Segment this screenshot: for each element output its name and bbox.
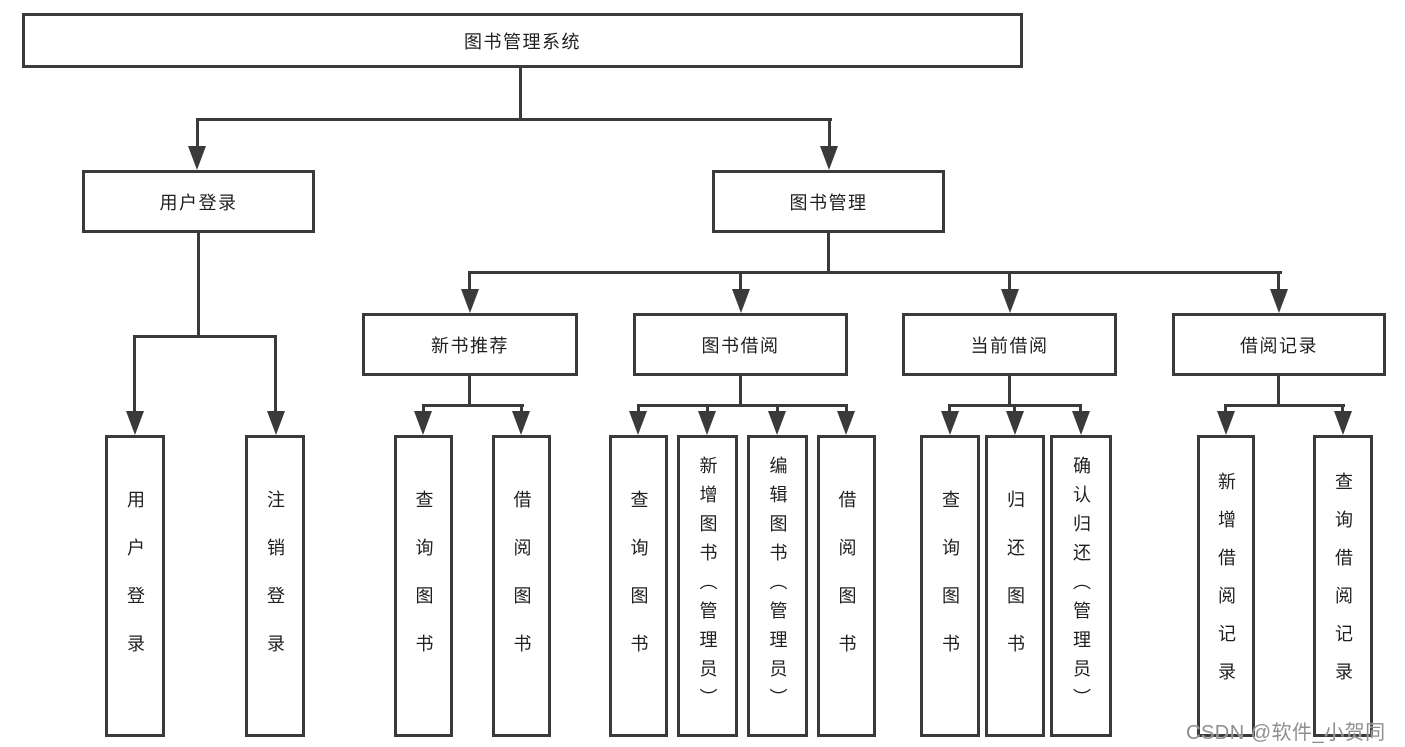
leaf-recommend-query-books: 查询图书 [394, 435, 453, 737]
arrow-down-icon [1270, 289, 1288, 313]
arrow-down-icon [732, 289, 750, 313]
leaf-borrow-query-books: 查询图书 [609, 435, 668, 737]
leaf-borrow-borrow-books: 借阅图书 [817, 435, 876, 737]
connector-line [637, 404, 848, 407]
connector-line [828, 118, 831, 150]
leaf-borrow-edit-books-admin: 编辑图书（管理员） [747, 435, 808, 737]
connector-line [196, 118, 199, 150]
node-label: 新书推荐 [431, 335, 509, 356]
connector-line [133, 335, 277, 338]
node-label: 图书管理系统 [464, 31, 581, 52]
connector-line [1224, 404, 1227, 414]
connector-line [133, 335, 136, 413]
connector-line [739, 271, 742, 295]
connector-line [1341, 404, 1344, 414]
leaf-label: 查询图书 [628, 490, 649, 682]
leaf-label: 查询图书 [940, 490, 960, 682]
csdn-watermark: CSDN @软件_小贺同学 [1186, 722, 1386, 744]
arrow-down-icon [1006, 411, 1024, 435]
node-book-management: 图书管理 [712, 170, 945, 233]
leaf-label: 注销登录 [265, 490, 285, 682]
arrow-down-icon [1072, 411, 1090, 435]
arrow-down-icon [1001, 289, 1019, 313]
leaf-label: 新增图书（管理员） [697, 455, 718, 717]
arrow-down-icon [267, 411, 285, 435]
node-label: 借阅记录 [1240, 335, 1318, 356]
leaf-label: 用户登录 [125, 490, 145, 682]
connector-line [776, 404, 779, 414]
connector-line [1013, 404, 1016, 414]
node-current-borrowing: 当前借阅 [902, 313, 1117, 376]
arrow-down-icon [512, 411, 530, 435]
arrow-down-icon [768, 411, 786, 435]
connector-line [637, 404, 640, 414]
connector-line [468, 271, 1282, 274]
leaf-records-query-borrow-record: 查询借阅记录 [1313, 435, 1373, 737]
arrow-down-icon [461, 289, 479, 313]
connector-line [468, 373, 471, 407]
node-borrowing-records: 借阅记录 [1172, 313, 1386, 376]
arrow-down-icon [629, 411, 647, 435]
connector-line [1277, 373, 1280, 407]
connector-line [706, 404, 709, 414]
connector-line [422, 404, 524, 407]
connector-line [827, 233, 830, 274]
node-label: 用户登录 [159, 192, 238, 213]
connector-line [1277, 271, 1280, 295]
connector-line [1008, 373, 1011, 407]
leaf-user-login: 用户登录 [105, 435, 165, 737]
node-label: 图书管理 [789, 192, 868, 213]
leaf-recommend-borrow-books: 借阅图书 [492, 435, 551, 737]
connector-line [1079, 404, 1082, 414]
connector-line [519, 65, 522, 121]
leaf-label: 借阅图书 [511, 490, 532, 682]
connector-line [196, 118, 832, 121]
connector-line [1224, 404, 1345, 407]
connector-line [422, 404, 425, 414]
node-new-book-recommendation: 新书推荐 [362, 313, 578, 376]
arrow-down-icon [126, 411, 144, 435]
connector-line [948, 404, 951, 414]
arrow-down-icon [837, 411, 855, 435]
arrow-down-icon [414, 411, 432, 435]
leaf-current-return-books: 归还图书 [985, 435, 1045, 737]
leaf-logout: 注销登录 [245, 435, 305, 737]
arrow-down-icon [941, 411, 959, 435]
arrow-down-icon [188, 146, 206, 170]
node-user-login: 用户登录 [82, 170, 315, 233]
leaf-label: 查询借阅记录 [1333, 472, 1353, 700]
leaf-label: 归还图书 [1005, 490, 1025, 682]
arrow-down-icon [1334, 411, 1352, 435]
connector-line [274, 335, 277, 413]
leaf-label: 新增借阅记录 [1216, 472, 1236, 700]
leaf-current-confirm-return-admin: 确认归还（管理员） [1050, 435, 1112, 737]
leaf-label: 确认归还（管理员） [1071, 455, 1091, 717]
arrow-down-icon [820, 146, 838, 170]
connector-line [520, 404, 523, 414]
node-label: 图书借阅 [701, 335, 780, 356]
leaf-label: 查询图书 [413, 490, 434, 682]
leaf-records-add-borrow-record: 新增借阅记录 [1197, 435, 1255, 737]
connector-line [1008, 271, 1011, 295]
node-label: 当前借阅 [970, 335, 1049, 356]
leaf-current-query-books: 查询图书 [920, 435, 980, 737]
node-book-borrowing: 图书借阅 [633, 313, 848, 376]
leaf-label: 借阅图书 [836, 490, 857, 682]
connector-line [197, 233, 200, 338]
leaf-label: 编辑图书（管理员） [767, 455, 788, 717]
arrow-down-icon [1217, 411, 1235, 435]
connector-line [468, 271, 471, 295]
connector-line [845, 404, 848, 414]
leaf-borrow-add-books-admin: 新增图书（管理员） [677, 435, 738, 737]
node-root-library-management-system: 图书管理系统 [22, 13, 1023, 68]
connector-line [739, 373, 742, 407]
arrow-down-icon [698, 411, 716, 435]
